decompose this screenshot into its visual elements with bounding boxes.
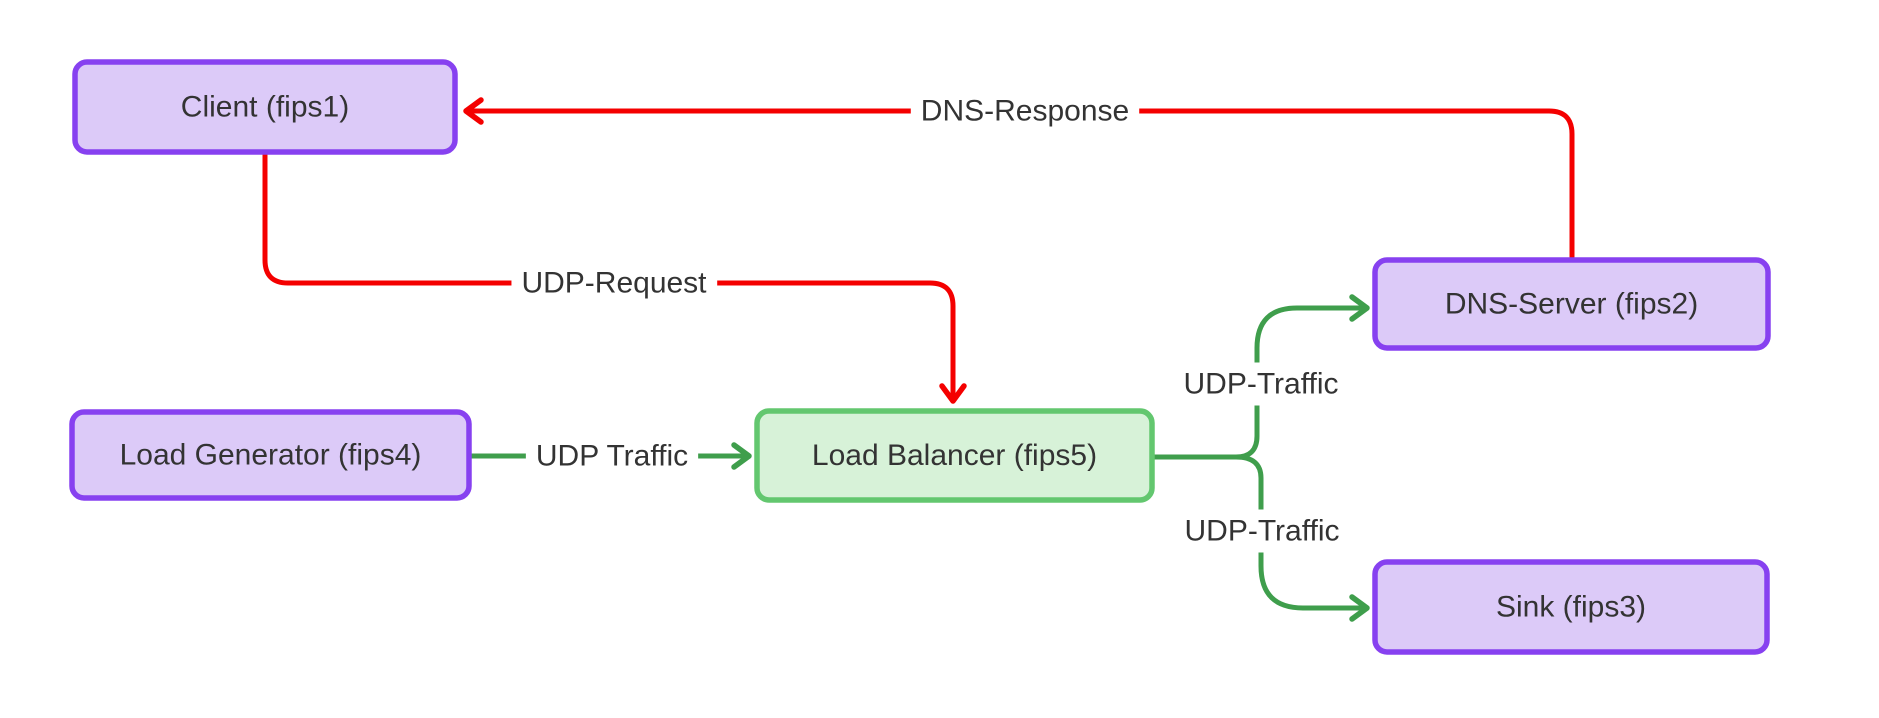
edge-label-text: DNS-Response — [921, 95, 1129, 128]
node-client-box — [72, 59, 458, 155]
edge-udp-traffic-sink — [1151, 454, 1370, 622]
node-load-generator-box — [69, 409, 472, 501]
node-load-generator: Load Generator (fips4) — [69, 409, 472, 501]
edge-label-bg — [525, 434, 699, 478]
nodes-layer: Client (fips1) DNS-Server (fips2) Sink (fi… — [69, 59, 1771, 655]
edge-dns-response — [463, 97, 1575, 260]
node-load-balancer-box — [754, 408, 1155, 503]
node-sink-box — [1372, 559, 1770, 655]
edge-udp-request-label: UDP-Request — [511, 261, 718, 305]
edge-udp-traffic-sink-label: UDP-Traffic — [1174, 509, 1350, 553]
edge-label-bg — [910, 89, 1140, 133]
edge-label-bg — [1174, 509, 1350, 553]
node-load-balancer: Load Balancer (fips5) — [754, 408, 1155, 503]
edge-dns-response-label: DNS-Response — [910, 89, 1140, 133]
node-client: Client (fips1) — [72, 59, 458, 155]
edge-label-bg — [1173, 362, 1349, 406]
edge-label-text: UDP-Traffic — [1183, 368, 1338, 401]
edge-udp-traffic-dns-label: UDP-Traffic — [1173, 362, 1349, 406]
node-load-balancer-label: Load Balancer (fips5) — [812, 439, 1097, 472]
node-sink: Sink (fips3) — [1372, 559, 1770, 655]
edges-layer — [262, 97, 1575, 622]
node-dns-server: DNS-Server (fips2) — [1372, 257, 1771, 351]
node-load-generator-label: Load Generator (fips4) — [120, 439, 422, 472]
node-dns-server-box — [1372, 257, 1771, 351]
edge-udp-traffic-generator-label: UDP Traffic — [525, 434, 699, 478]
node-client-label: Client (fips1) — [181, 91, 349, 124]
edge-label-text: UDP Traffic — [536, 440, 688, 473]
edge-label-bg — [511, 261, 718, 305]
node-dns-server-label: DNS-Server (fips2) — [1445, 288, 1698, 321]
edge-label-text: UDP-Request — [521, 267, 707, 300]
node-sink-label: Sink (fips3) — [1496, 591, 1646, 624]
edge-label-text: UDP-Traffic — [1184, 515, 1339, 548]
